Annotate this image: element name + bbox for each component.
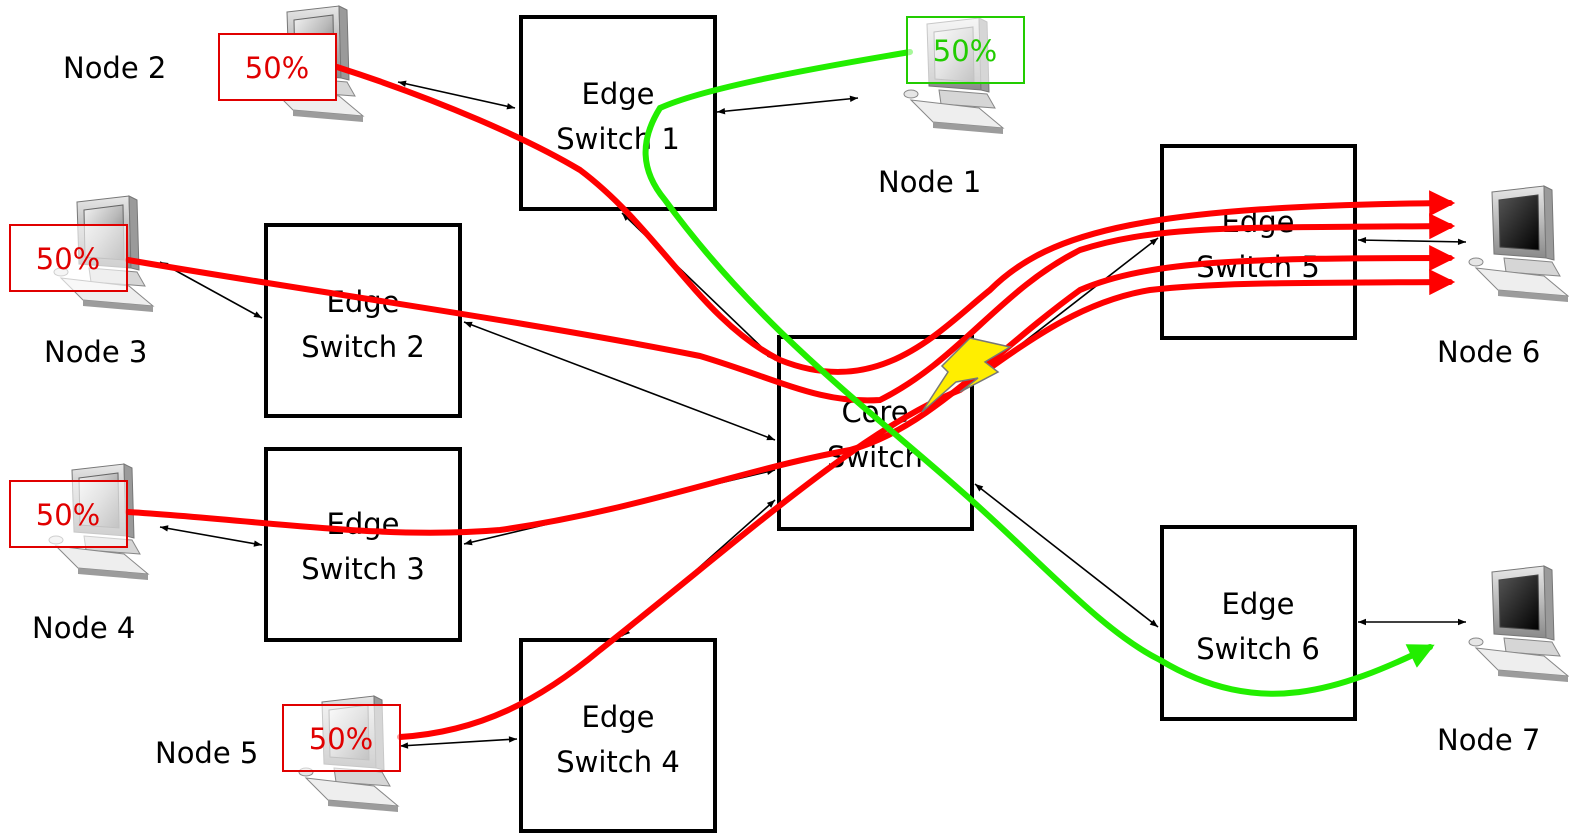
link-node4-edge3	[159, 525, 263, 547]
edge-switch-3-label-line1: Edge	[327, 507, 400, 541]
node7-label: Node 7	[1437, 723, 1540, 757]
load-label-node4: 50%	[36, 498, 100, 532]
link-node5-edge4	[399, 736, 518, 749]
load-label-node5: 50%	[309, 722, 373, 756]
node1-label: Node 1	[878, 165, 981, 199]
flows	[125, 49, 1456, 740]
edge-switch-4: Edge Switch 4	[519, 638, 717, 833]
edge-switch-3: Edge Switch 3	[264, 447, 462, 642]
congestion-lightning-icon	[921, 337, 1012, 413]
node7-computer-icon	[1468, 565, 1569, 683]
link-core-edge6	[974, 483, 1159, 628]
flow-node2-to-node6	[334, 64, 1456, 375]
edge-switch-6-label-line2: Switch 6	[1196, 632, 1320, 666]
edge-switch-5: Edge Switch 5	[1160, 144, 1357, 340]
load-box-node3: 50%	[9, 224, 128, 292]
load-label-node2: 50%	[245, 51, 309, 85]
node5-label: Node 5	[155, 736, 258, 770]
link-edge1-node1	[716, 95, 859, 115]
link-node2-edge1	[397, 80, 516, 110]
node6-label: Node 6	[1437, 335, 1540, 369]
edge-switch-2: Edge Switch 2	[264, 223, 462, 418]
load-label-node1: 50%	[933, 34, 997, 68]
flow-node1-to-node7	[642, 49, 1435, 697]
node2-label: Node 2	[63, 51, 166, 85]
link-edge5-node6	[1357, 236, 1467, 246]
load-label-node3: 50%	[36, 242, 100, 276]
node3-label: Node 3	[44, 335, 147, 369]
load-box-node4: 50%	[9, 480, 128, 548]
node6-computer-icon	[1468, 185, 1569, 303]
flow-node3-to-node6	[125, 213, 1456, 404]
edge-switch-1-label-line2: Switch 1	[556, 122, 680, 156]
edge-switch-5-label-line2: Switch 5	[1196, 250, 1320, 284]
flow-node5-to-node6	[397, 269, 1456, 740]
edge-switch-4-label-line1: Edge	[582, 700, 655, 734]
node4-label: Node 4	[32, 611, 135, 645]
edge-switch-3-label-line2: Switch 3	[301, 552, 425, 586]
edge-switch-1-label-line1: Edge	[582, 77, 655, 111]
link-edge2-core	[463, 321, 776, 441]
edge-switch-2-label-line2: Switch 2	[301, 330, 425, 364]
load-box-node5: 50%	[282, 704, 401, 772]
edge-switch-6-label-line1: Edge	[1222, 587, 1295, 621]
load-box-node1: 50%	[906, 16, 1025, 84]
edge-switch-1: Edge Switch 1	[519, 15, 717, 211]
load-box-node2: 50%	[218, 33, 337, 101]
edge-switch-4-label-line2: Switch 4	[556, 745, 680, 779]
